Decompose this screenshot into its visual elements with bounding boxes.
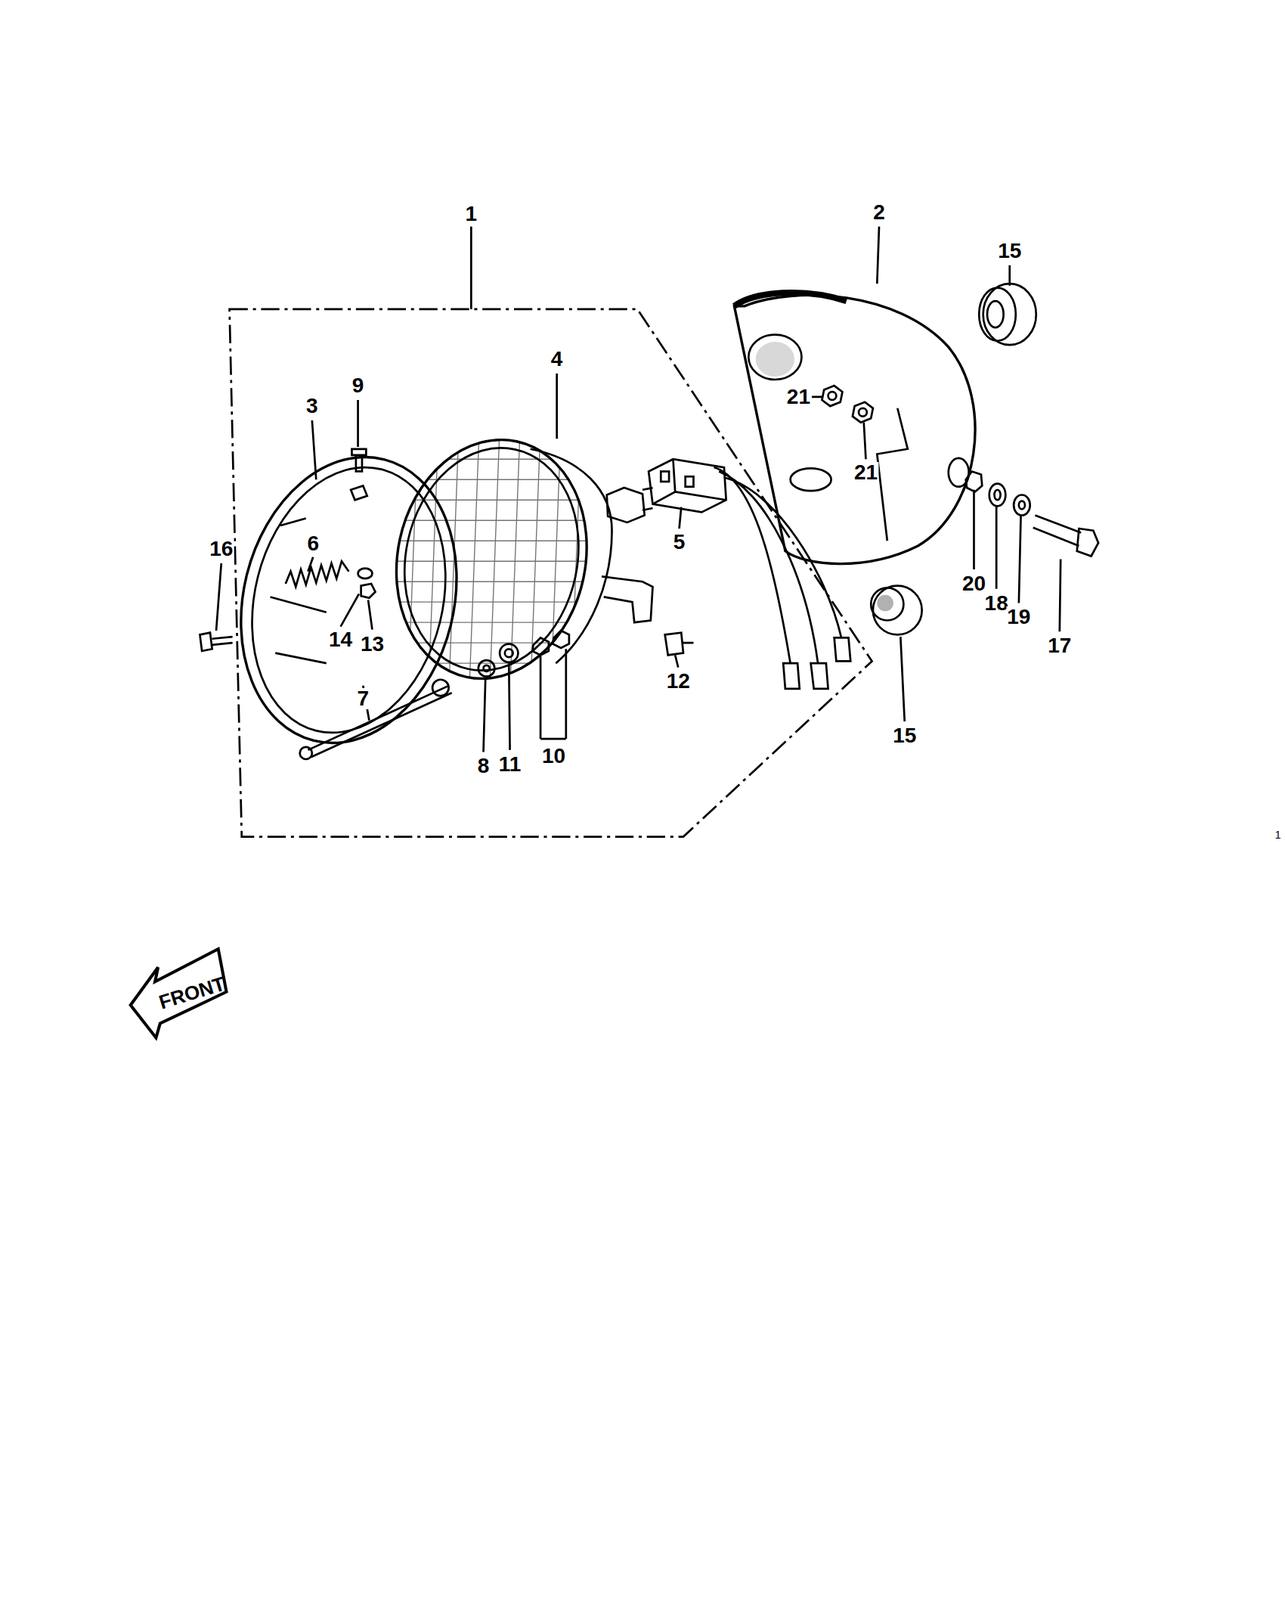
callout-number: 2 — [872, 201, 886, 223]
callout-number: 5 — [672, 531, 687, 553]
callout-number: 21 — [786, 386, 812, 408]
callout-number: 14 — [328, 628, 353, 651]
front-arrow-text: FRONT — [155, 972, 228, 1013]
callout-number: 11 — [498, 753, 523, 775]
callout-number: 7 — [356, 687, 371, 710]
callout-number: 1 — [464, 203, 479, 225]
callout-number: 21 — [853, 461, 879, 484]
callout-number: 20 — [961, 572, 987, 595]
callout-number: 15 — [891, 724, 917, 747]
callout-number: 3 — [305, 395, 319, 417]
callout-number: 9 — [351, 374, 366, 397]
callout-number: 12 — [665, 670, 691, 692]
callout-number: 19 — [1006, 606, 1032, 628]
callout-number: 13 — [359, 633, 385, 655]
callout-number: 8 — [476, 755, 491, 777]
callout-number: 17 — [1046, 634, 1072, 657]
page-mark: 1 — [1274, 829, 1282, 840]
callout-number: 6 — [306, 532, 320, 555]
callout-number: 16 — [208, 538, 234, 560]
callout-number: 18 — [984, 592, 1010, 614]
callout-number: 4 — [550, 348, 564, 370]
callout-number: 10 — [541, 745, 567, 767]
callout-number: 15 — [997, 240, 1022, 262]
